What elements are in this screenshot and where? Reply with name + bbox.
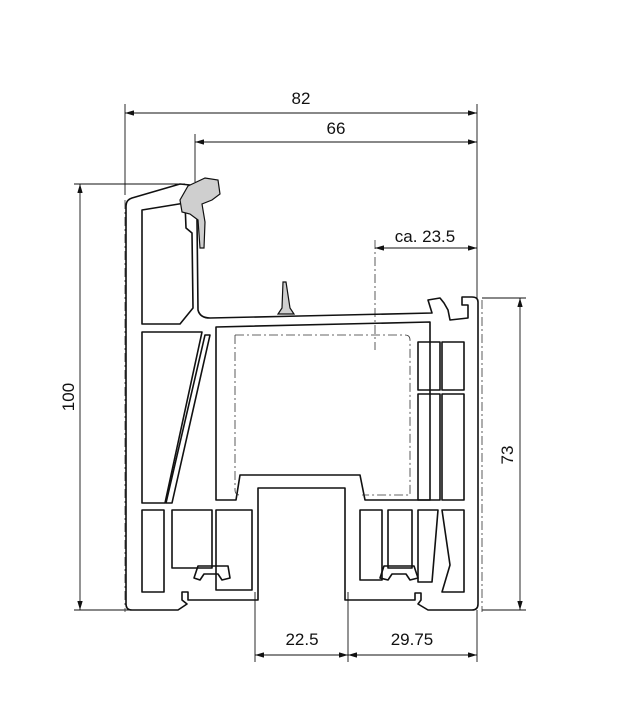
dimension-lines [77,110,523,658]
center-gasket [276,281,296,315]
dim-label-100: 100 [59,383,78,411]
extension-lines [74,104,526,662]
dim-label-29-75: 29.75 [391,630,434,649]
dim-label-ca-23-5: ca. 23.5 [395,227,456,246]
frame-profile [125,177,479,611]
dim-label-73: 73 [498,446,517,465]
outer-gasket [179,177,221,249]
dim-label-82: 82 [292,89,311,108]
dim-label-66: 66 [327,119,346,138]
dim-label-22-5: 22.5 [285,630,318,649]
